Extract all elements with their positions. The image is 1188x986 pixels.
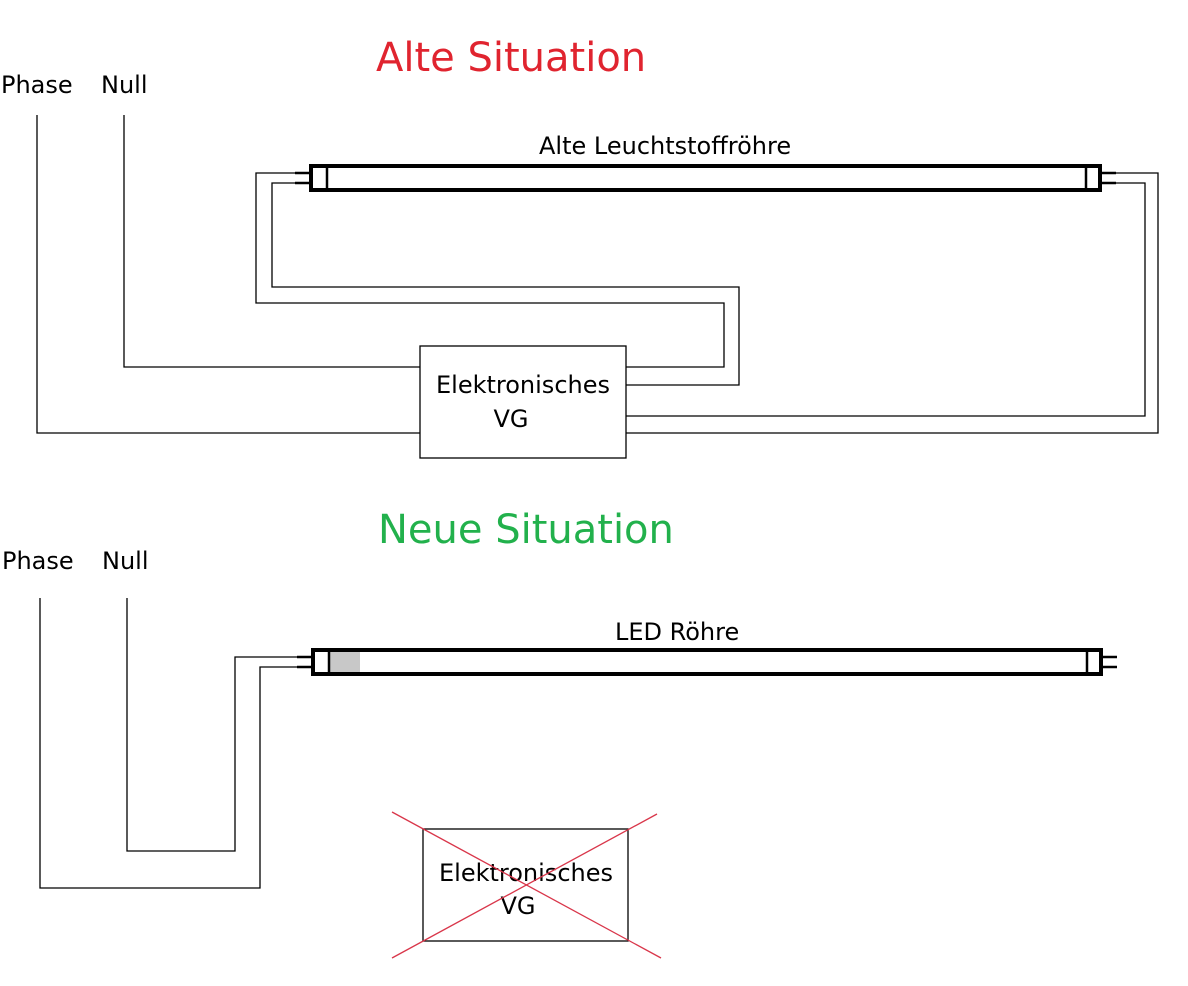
new-phase-wire xyxy=(39,598,297,889)
old-ballast: Elektronisches VG xyxy=(419,345,627,459)
old-left-inner-wire xyxy=(271,182,740,386)
old-ballast-line2: VG xyxy=(493,405,528,433)
new-ballast-removed: Elektronisches VG xyxy=(391,811,662,959)
new-phase-label: Phase xyxy=(2,547,74,575)
old-fluorescent-tube xyxy=(295,164,1116,192)
new-tube-label: LED Röhre xyxy=(615,618,739,646)
old-situation: Alte Situation Phase Null Alte Leuchtsto… xyxy=(1,35,1159,459)
old-phase-wire xyxy=(36,115,420,434)
old-ballast-line1: Elektronisches xyxy=(436,371,610,399)
old-tube-body xyxy=(309,164,1102,192)
new-ballast-line1: Elektronisches xyxy=(439,859,613,887)
old-left-outer-wire xyxy=(255,172,725,368)
new-tube-body xyxy=(311,648,1103,676)
new-led-tube xyxy=(297,648,1117,676)
old-phase-label: Phase xyxy=(1,71,73,99)
led-driver-section xyxy=(330,651,360,673)
old-right-outer-wire xyxy=(626,172,1159,434)
new-null-label: Null xyxy=(102,547,149,575)
new-null-wire xyxy=(126,598,297,852)
old-right-inner-wire xyxy=(626,182,1146,417)
cross-line-2 xyxy=(391,813,658,959)
old-null-label: Null xyxy=(101,71,148,99)
old-situation-title: Alte Situation xyxy=(376,35,646,81)
old-ballast-box xyxy=(419,345,627,459)
old-null-wire xyxy=(123,115,420,368)
old-tube-label: Alte Leuchtstoffröhre xyxy=(539,132,791,160)
new-situation-title: Neue Situation xyxy=(378,507,674,553)
new-ballast-line2: VG xyxy=(500,892,535,920)
new-situation: Neue Situation Phase Null LED Röhre Elek… xyxy=(2,507,1117,959)
